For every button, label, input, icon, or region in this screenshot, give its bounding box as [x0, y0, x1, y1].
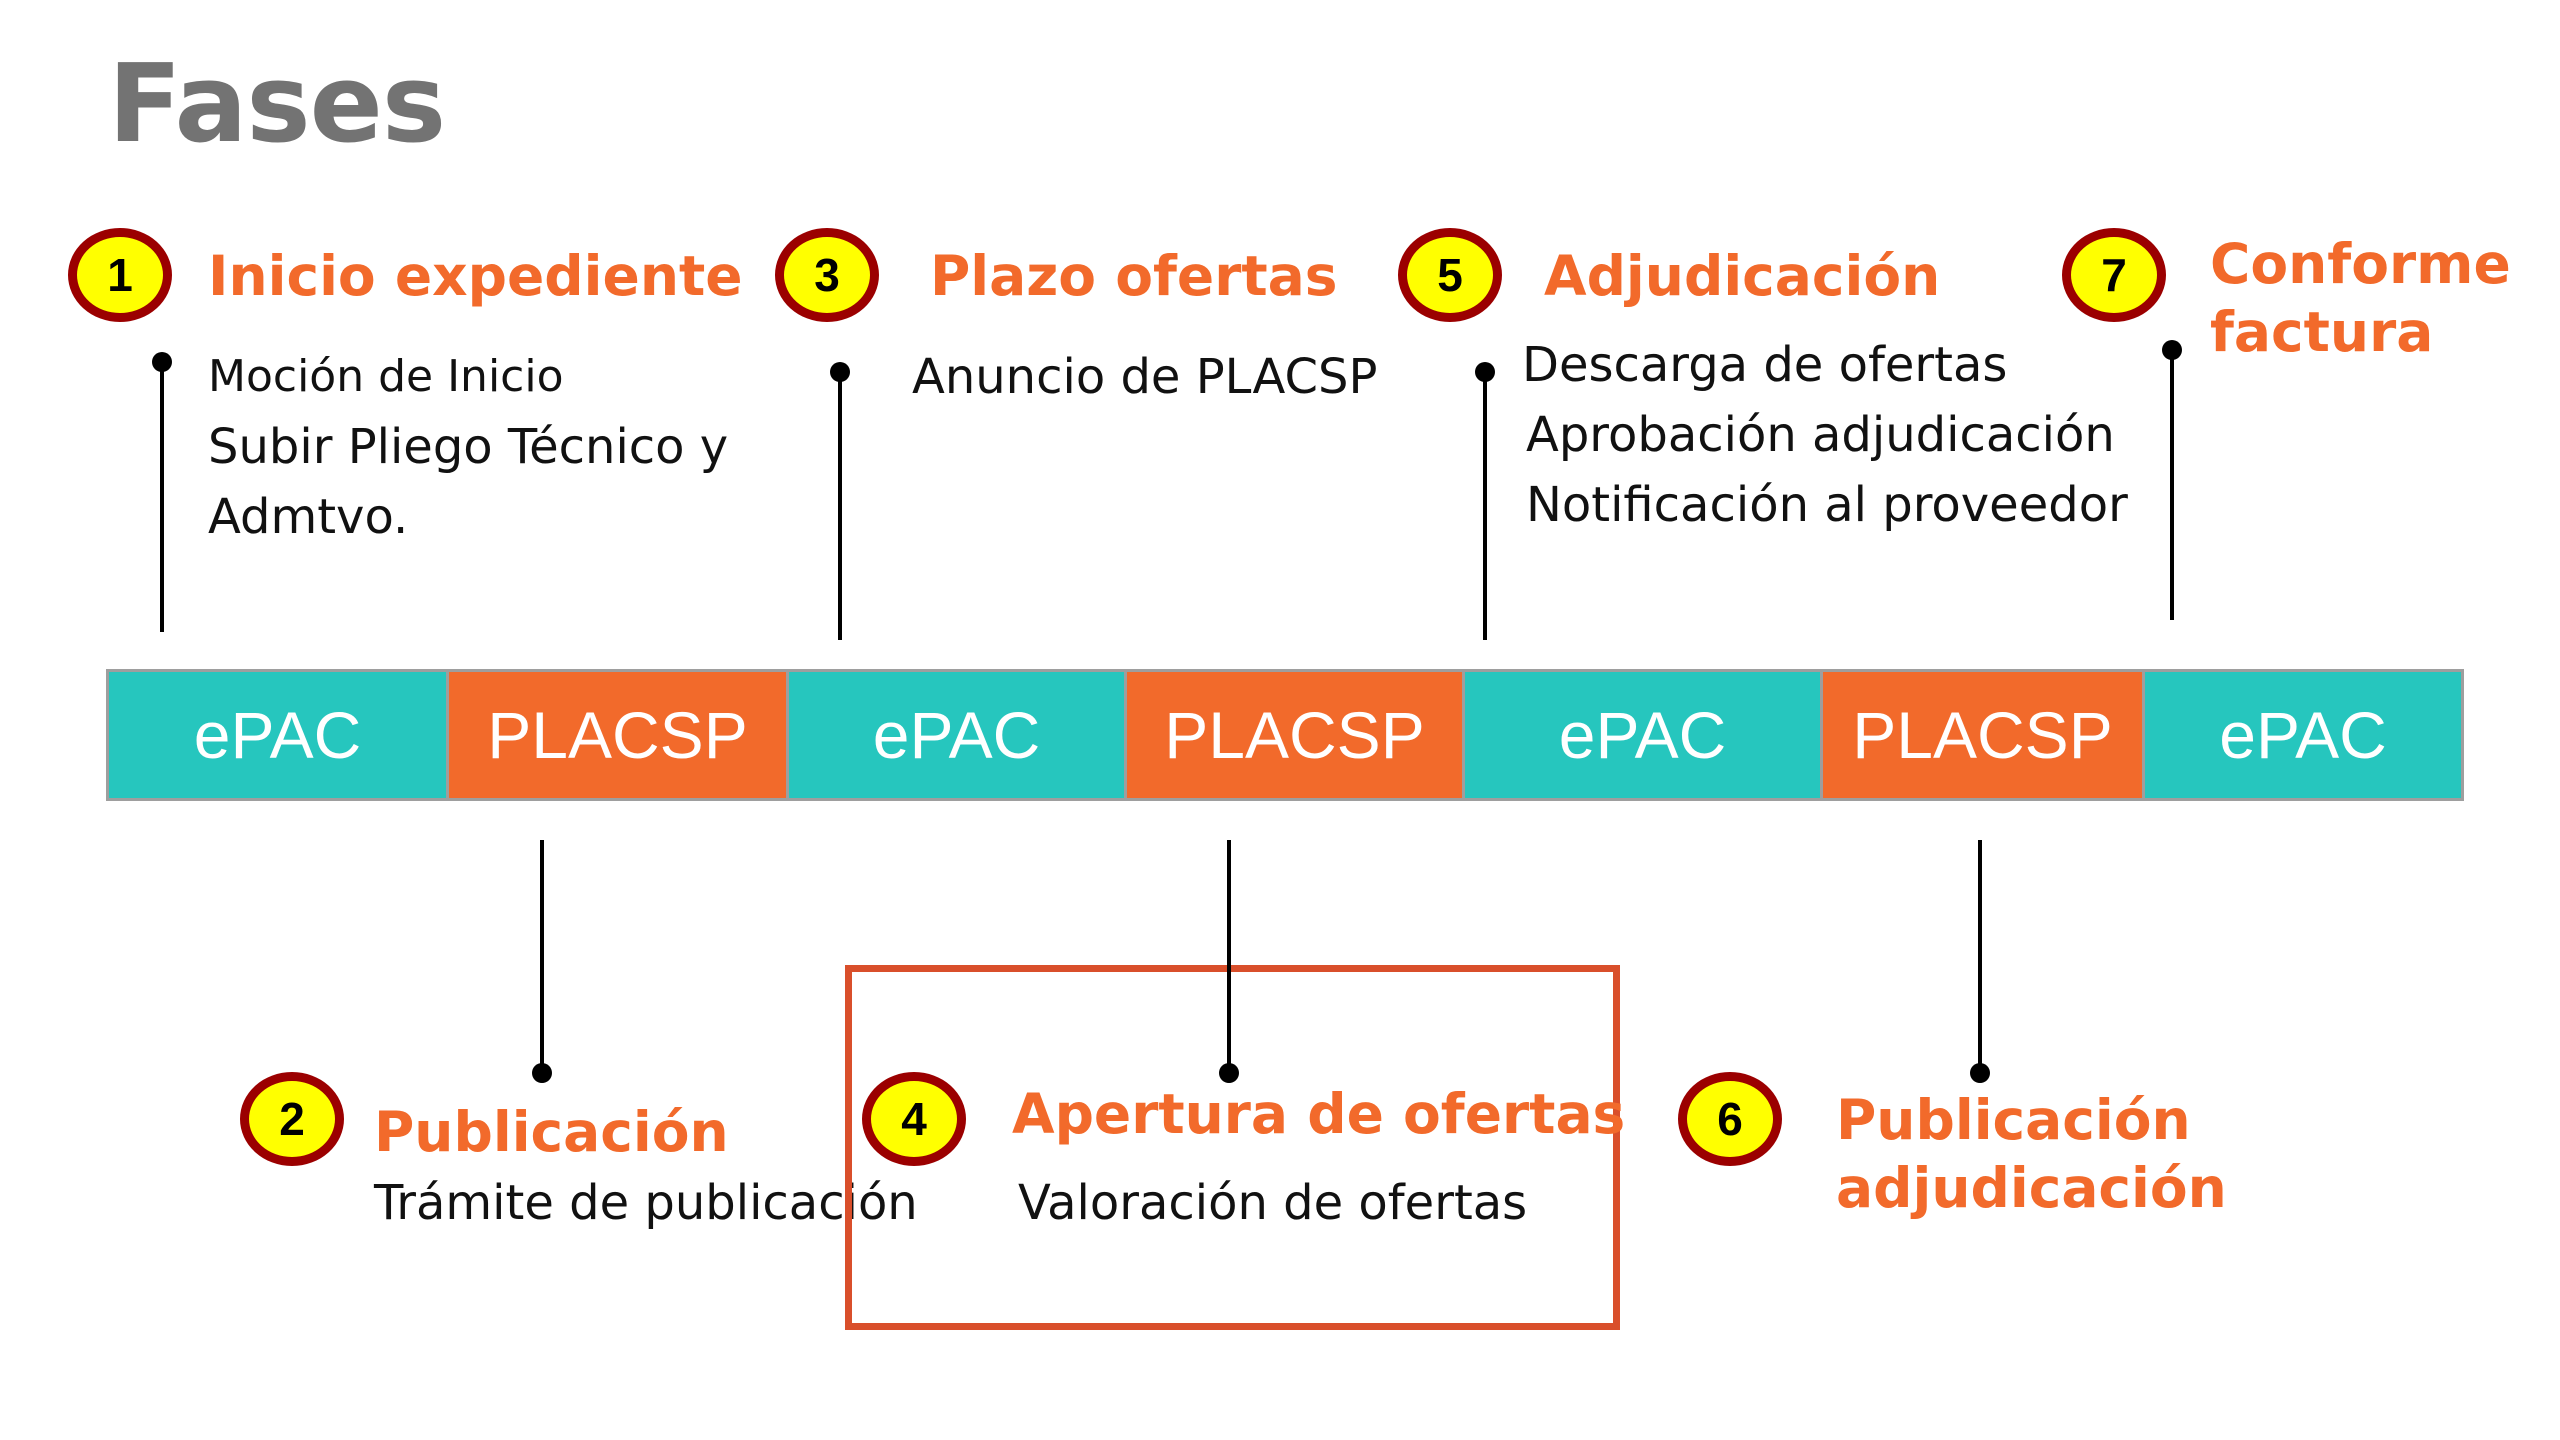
phase-1-item: Admtvo. — [208, 489, 409, 545]
phase-5-item: Descarga de ofertas — [1522, 337, 2008, 393]
phase-7-connector-line — [2170, 348, 2174, 620]
phase-4-badge: 4 — [862, 1072, 966, 1166]
phase-7-badge: 7 — [2062, 228, 2166, 322]
phase-6-title-line: adjudicación — [1836, 1156, 2227, 1220]
phase-4-connector-line — [1227, 840, 1231, 1070]
phase-4-description: Valoración de ofertas — [1018, 1168, 1527, 1238]
segment-epac: ePAC — [109, 672, 449, 798]
phase-1-item: Moción de Inicio — [208, 351, 564, 402]
phase-7-title-line: Conforme — [2210, 232, 2511, 296]
phase-6-connector-dot — [1970, 1063, 1990, 1083]
phase-3-connector-line — [838, 370, 842, 640]
phase-3-badge: 3 — [775, 228, 879, 322]
phase-6-connector-line — [1978, 840, 1982, 1070]
segment-placsp: PLACSP — [449, 672, 789, 798]
phase-1-badge: 1 — [68, 228, 172, 322]
phase-6-badge: 6 — [1678, 1072, 1782, 1166]
phase-2-connector-dot — [532, 1063, 552, 1083]
segment-epac: ePAC — [789, 672, 1127, 798]
phase-3-title: Plazo ofertas — [930, 244, 1338, 308]
phase-3-description: Anuncio de PLACSP — [912, 342, 1377, 412]
phase-1-connector-line — [160, 360, 164, 632]
phase-6-title: Publicación adjudicación — [1836, 1086, 2227, 1222]
phase-7-title: Conforme factura — [2210, 230, 2511, 366]
phase-5-description: Descarga de ofertas Aprobación adjudicac… — [1522, 330, 2128, 540]
segment-epac: ePAC — [2145, 672, 2461, 798]
phase-7-title-line: factura — [2210, 300, 2434, 364]
phase-4-highlight-frame — [845, 965, 1620, 1330]
phase-2-item: Trámite de publicación — [374, 1175, 918, 1231]
phase-2-description: Trámite de publicación — [374, 1168, 918, 1238]
page-title: Fases — [108, 42, 446, 167]
phase-6-title-line: Publicación — [1836, 1088, 2191, 1152]
phase-5-item: Aprobación adjudicación — [1526, 407, 2115, 463]
phase-2-title: Publicación — [374, 1100, 729, 1164]
phase-4-connector-dot — [1219, 1063, 1239, 1083]
phase-4-item: Valoración de ofertas — [1018, 1175, 1528, 1231]
phase-5-item: Notificación al proveedor — [1526, 477, 2128, 533]
phase-5-badge: 5 — [1398, 228, 1502, 322]
phase-3-item: Anuncio de PLACSP — [912, 349, 1378, 405]
phase-1-title: Inicio expediente — [208, 244, 743, 308]
phase-4-title: Apertura de ofertas — [1012, 1082, 1626, 1146]
phase-5-title: Adjudicación — [1544, 244, 1941, 308]
segment-placsp: PLACSP — [1127, 672, 1465, 798]
platform-timeline-bar: ePAC PLACSP ePAC PLACSP ePAC PLACSP ePAC — [106, 669, 2464, 801]
phase-2-connector-line — [540, 840, 544, 1070]
phase-5-connector-line — [1483, 370, 1487, 640]
phase-1-item: Subir Pliego Técnico y — [208, 419, 729, 475]
segment-placsp: PLACSP — [1823, 672, 2145, 798]
phase-2-badge: 2 — [240, 1072, 344, 1166]
phase-1-description: Moción de Inicio Subir Pliego Técnico y … — [208, 342, 728, 552]
segment-epac: ePAC — [1465, 672, 1823, 798]
